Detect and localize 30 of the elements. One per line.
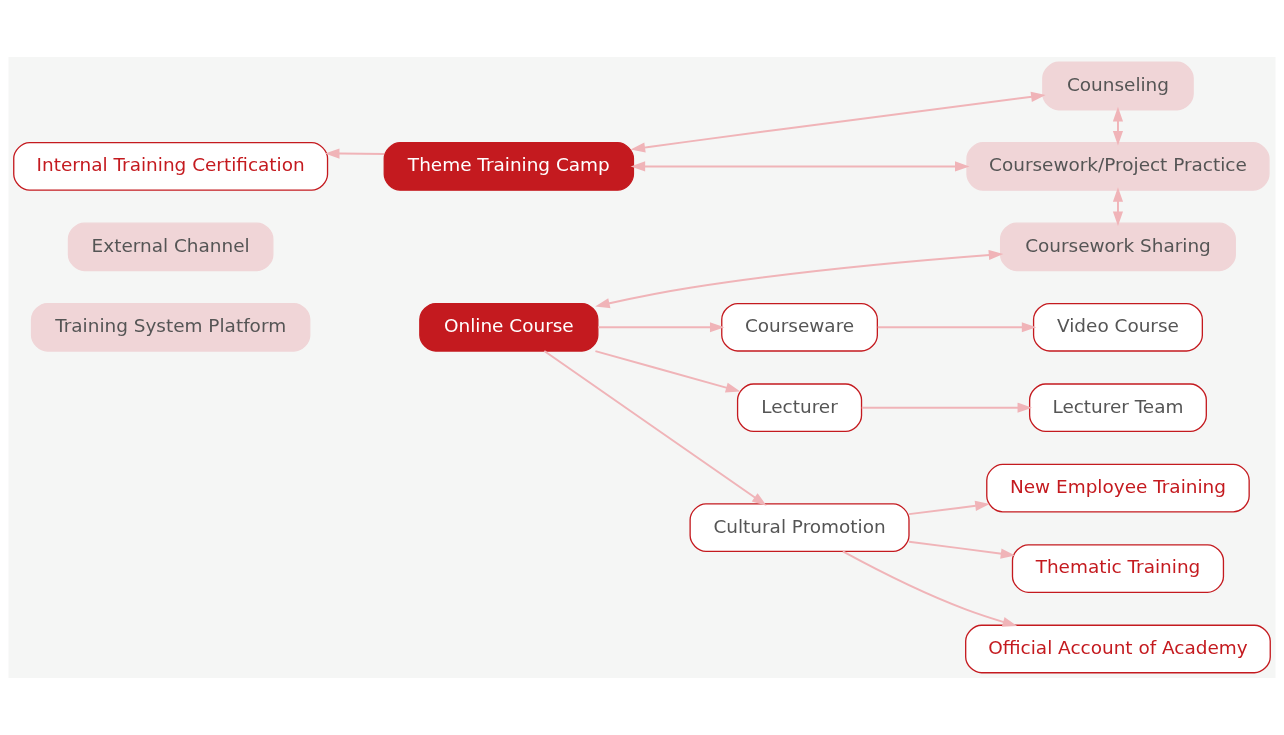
node-box: Internal Training Certification: [13, 142, 329, 191]
node-box: Video Course: [1032, 302, 1203, 352]
node-box: Theme Training Camp: [383, 142, 635, 191]
arrow: [543, 350, 767, 506]
node-box: Official Account of Academy: [965, 624, 1271, 674]
node-box: Counseling: [1042, 61, 1194, 111]
node-box: Coursework/Project Practice: [966, 142, 1270, 191]
node-box: Online Course: [419, 302, 599, 352]
arrow: [876, 322, 1037, 333]
node-box: Courseware: [721, 302, 878, 352]
arrow: [630, 91, 1046, 153]
arrow: [1112, 106, 1124, 146]
node-box: External Channel: [67, 222, 274, 272]
node-box: Coursework Sharing: [999, 222, 1236, 272]
node-box: New Employee Training: [986, 463, 1250, 513]
arrow: [630, 161, 970, 172]
arrow: [908, 500, 990, 516]
arrow: [597, 322, 725, 333]
arrow: [1112, 187, 1124, 226]
arrow: [324, 148, 386, 159]
node-box: Lecturer Team: [1028, 383, 1207, 433]
arrow: [595, 250, 1004, 309]
node-box: Training System Platform: [30, 302, 311, 352]
arrow: [908, 540, 1016, 559]
arrow: [860, 402, 1033, 413]
arrow: [594, 350, 741, 393]
node-box: Cultural Promotion: [689, 503, 910, 553]
arrow: [841, 550, 1018, 627]
node-box: Thematic Training: [1011, 544, 1225, 593]
node-box: Lecturer: [736, 383, 863, 433]
